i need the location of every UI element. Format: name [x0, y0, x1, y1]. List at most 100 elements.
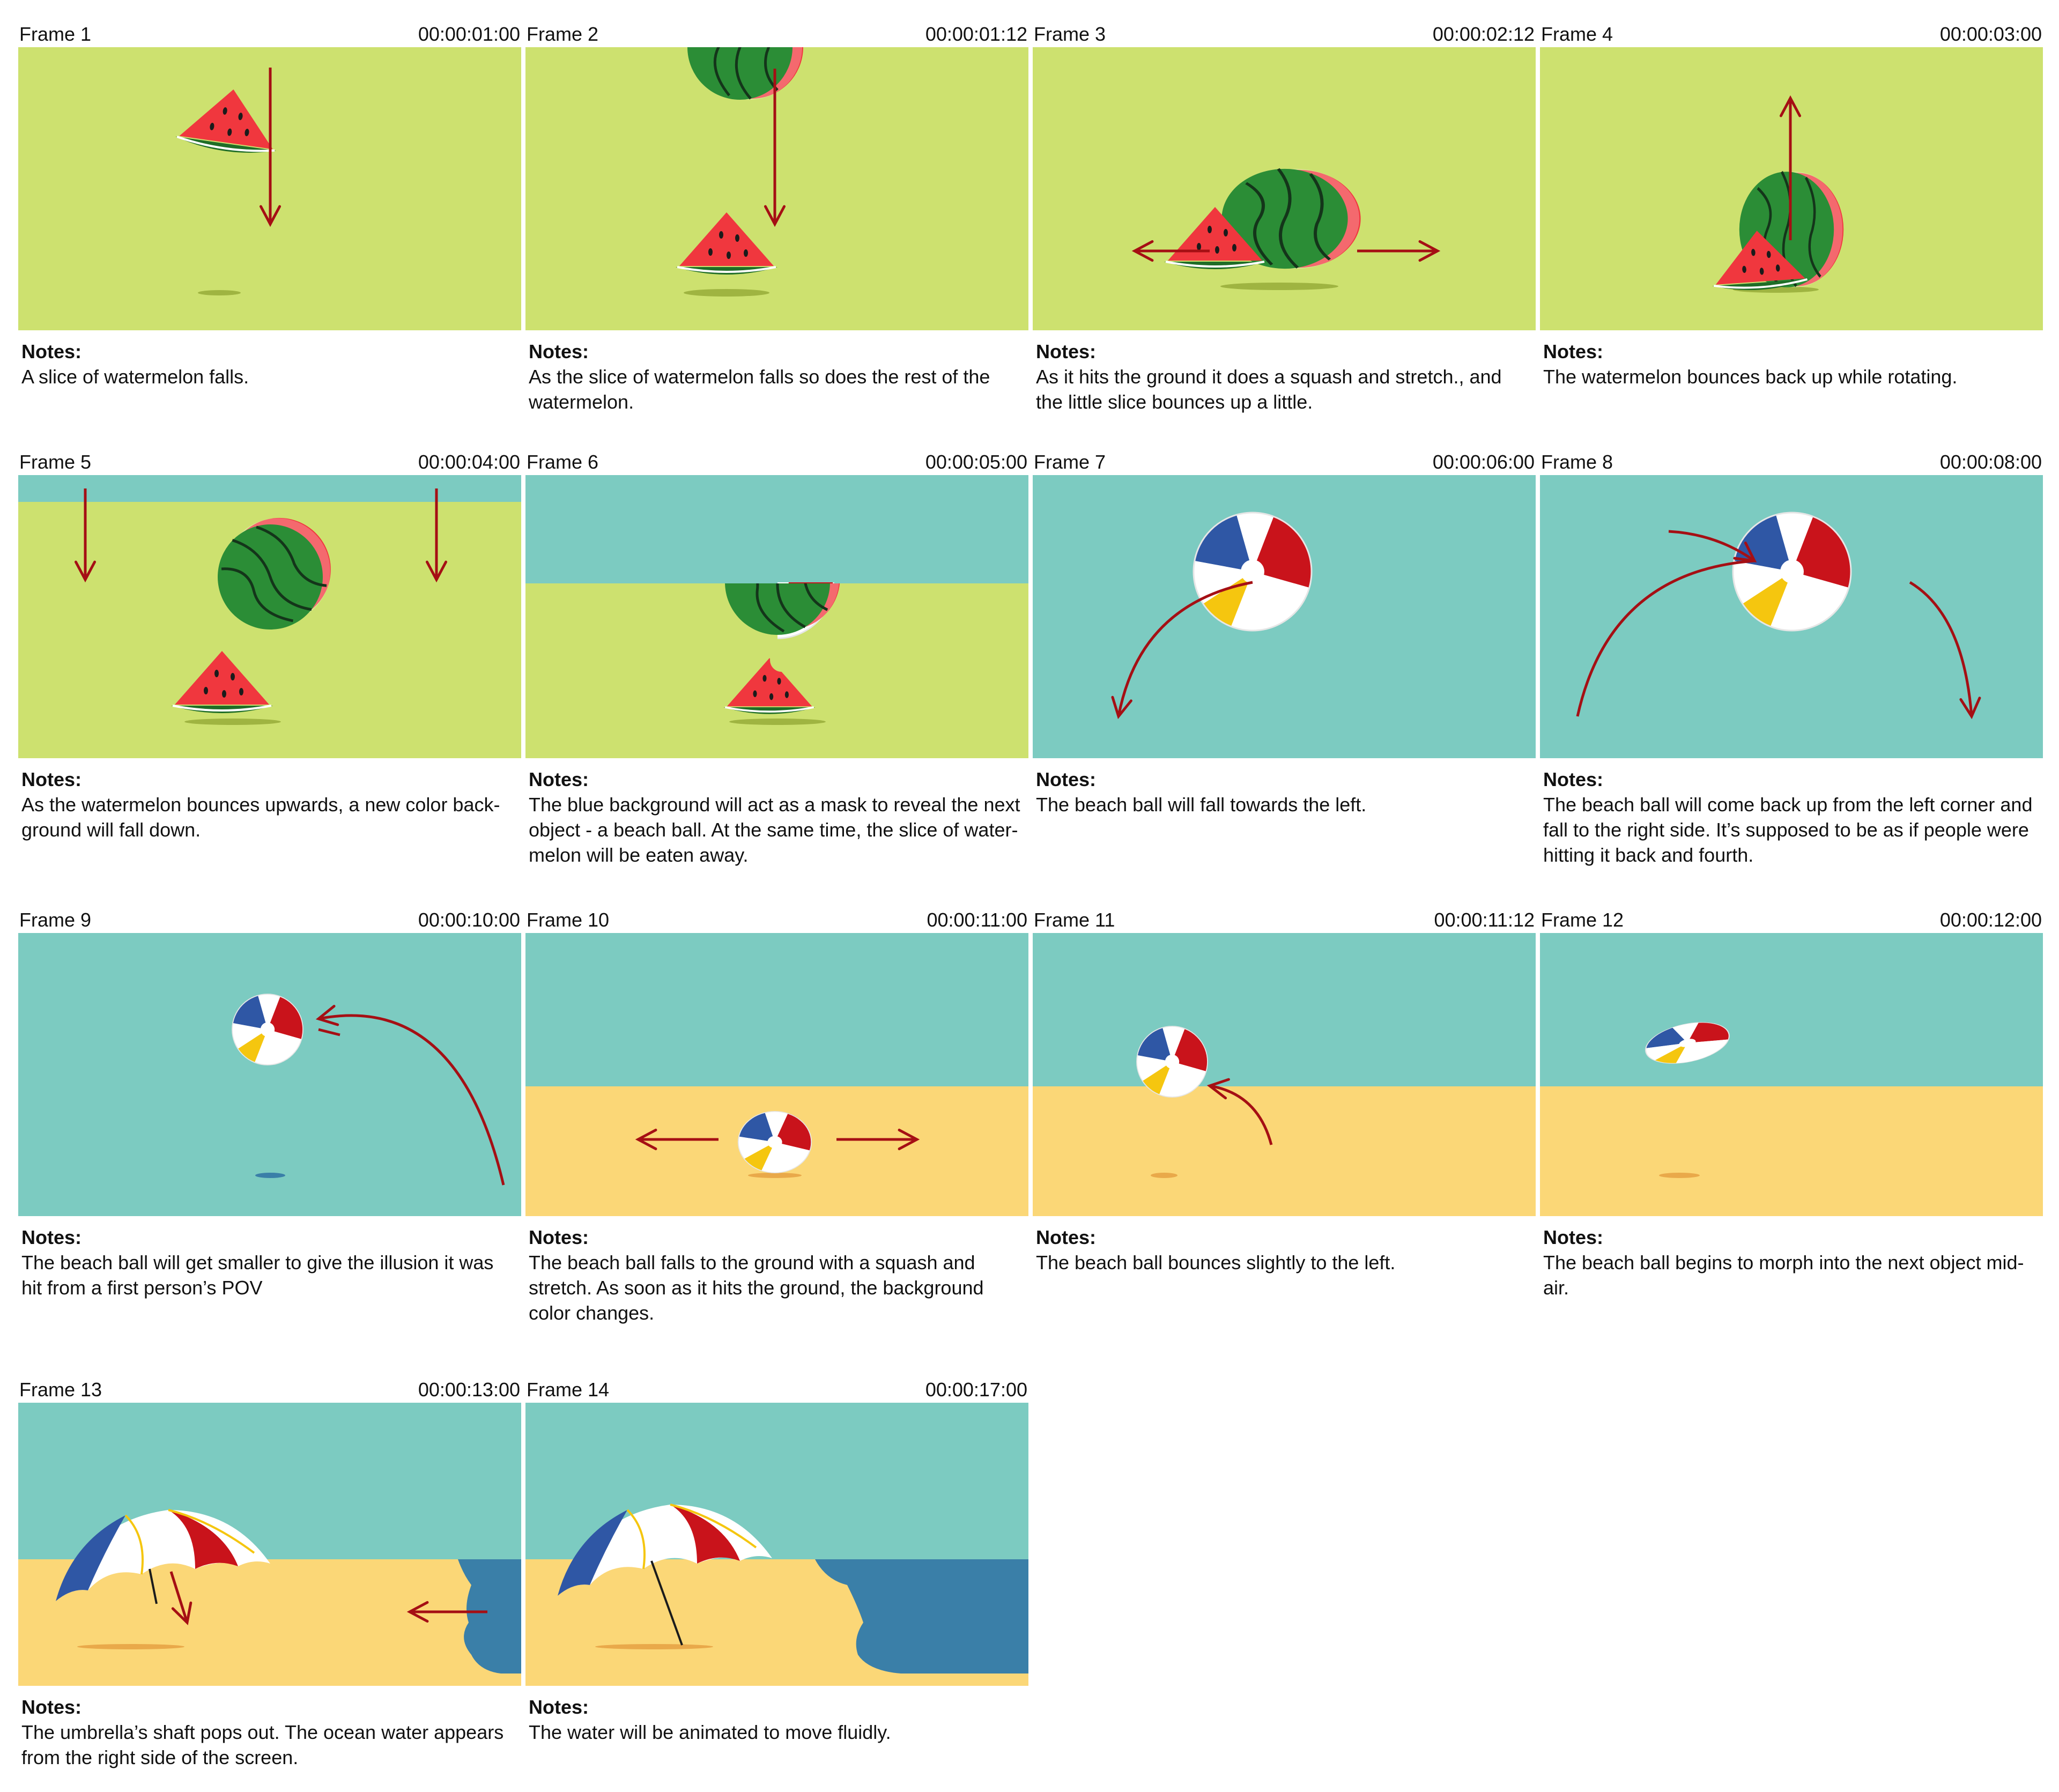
notes-heading: Notes:	[1543, 340, 1604, 362]
notes-heading: Notes:	[21, 1696, 82, 1718]
frame-timecode: 00:00:05:00	[925, 451, 1027, 473]
frame-notes: Notes: A slice of watermelon falls.	[21, 339, 515, 389]
notes-text: The beach ball will get smaller to give …	[21, 1252, 494, 1299]
curved-arrow	[1206, 1078, 1273, 1145]
frame-timecode: 00:00:06:00	[1432, 451, 1535, 473]
notes-text: As the slice of watermelon falls so does…	[529, 366, 990, 413]
notes-text: The watermelon bounces back up while rot…	[1543, 366, 1958, 388]
curved-arrow-up-head	[1668, 530, 1757, 563]
frame-illustration	[525, 1403, 1028, 1686]
frame-illustration	[525, 933, 1028, 1216]
notes-heading: Notes:	[529, 340, 589, 362]
shadow	[198, 290, 241, 295]
frame-number: Frame 5	[19, 451, 92, 473]
notes-text: The water will be animated to move fluid…	[529, 1721, 891, 1743]
curved-arrow-up	[1576, 559, 1755, 717]
frame-number: Frame 4	[1541, 23, 1613, 45]
frame-timecode: 00:00:03:00	[1939, 23, 2042, 45]
frame-notes: Notes: The water will be animated to mov…	[529, 1694, 1022, 1745]
frame-timecode: 00:00:11:00	[927, 909, 1027, 931]
notes-heading: Notes:	[21, 1226, 82, 1248]
frame-illustration	[1540, 475, 2043, 758]
frame-header: Frame 8 00:00:08:00	[1540, 443, 2043, 475]
frame-notes: Notes: As it hits the ground it does a s…	[1036, 339, 1529, 414]
frame-header: Frame 5 00:00:04:00	[18, 443, 521, 475]
frame-illustration	[1033, 933, 1536, 1216]
frame-timecode: 00:00:02:12	[1432, 23, 1535, 45]
shadow	[1220, 283, 1338, 290]
frame-number: Frame 14	[527, 1379, 610, 1401]
frame-header: Frame 9 00:00:10:00	[18, 901, 521, 933]
notes-heading: Notes:	[1036, 1226, 1097, 1248]
frame-notes: Notes: As the watermelon bounces upwards…	[21, 767, 515, 842]
frame-timecode: 00:00:04:00	[418, 451, 520, 473]
frame-header: Frame 4 00:00:03:00	[1540, 15, 2043, 47]
frame-header: Frame 10 00:00:11:00	[525, 901, 1028, 933]
beach-ball-small	[232, 994, 304, 1065]
notes-text: The beach ball begins to morph into the …	[1543, 1252, 2024, 1299]
frame-header: Frame 14 00:00:17:00	[525, 1371, 1028, 1403]
frame-number: Frame 8	[1541, 451, 1613, 473]
notes-text: As the watermelon bounces upwards, a new…	[21, 794, 500, 841]
frame-number: Frame 12	[1541, 909, 1624, 931]
frame-notes: Notes: The beach ball will get smaller t…	[21, 1225, 515, 1300]
notes-text: A slice of watermelon falls.	[21, 366, 249, 388]
notes-heading: Notes:	[529, 1696, 589, 1718]
frame-notes: Notes: The watermelon bounces back up wh…	[1543, 339, 2036, 389]
frame-timecode: 00:00:01:12	[925, 23, 1027, 45]
frame-notes: Notes: The umbrella’s shaft pops out. Th…	[21, 1694, 515, 1770]
teal-background	[525, 475, 1028, 583]
frame-timecode: 00:00:12:00	[1939, 909, 2042, 931]
teal-sky	[1540, 933, 2043, 1086]
frame-illustration	[18, 1403, 521, 1686]
frame-illustration	[18, 933, 521, 1216]
frame-header: Frame 13 00:00:13:00	[18, 1371, 521, 1403]
frame-illustration	[1540, 933, 2043, 1216]
teal-sky	[1033, 933, 1536, 1086]
lime-background	[525, 47, 1028, 330]
frame-header: Frame 7 00:00:06:00	[1033, 443, 1536, 475]
frame-timecode: 00:00:11:12	[1434, 909, 1535, 931]
shadow	[748, 1173, 802, 1178]
notes-text: The blue background will act as a mask t…	[529, 794, 1020, 866]
curved-arrow	[315, 1005, 505, 1186]
shadow	[255, 1173, 285, 1178]
frame-number: Frame 11	[1034, 909, 1115, 931]
teal-sky	[525, 933, 1028, 1086]
frame-notes: Notes: The blue background will act as a…	[529, 767, 1022, 868]
frame-timecode: 00:00:10:00	[418, 909, 520, 931]
frame-illustration	[1033, 475, 1536, 758]
notes-heading: Notes:	[1543, 768, 1604, 790]
frame-illustration	[18, 475, 521, 758]
teal-background-falling	[18, 475, 521, 502]
frame-illustration	[525, 47, 1028, 330]
frame-illustration	[18, 47, 521, 330]
shadow	[1151, 1173, 1177, 1178]
frame-illustration	[1540, 47, 2043, 330]
notes-text: As it hits the ground it does a squash a…	[1036, 366, 1502, 413]
umbrella-shaft	[149, 1568, 158, 1604]
teal-sky	[18, 1403, 521, 1559]
frame-number: Frame 3	[1034, 23, 1106, 45]
frame-illustration	[1033, 47, 1536, 330]
frame-timecode: 00:00:17:00	[925, 1379, 1027, 1401]
notes-heading: Notes:	[529, 768, 589, 790]
down-arrow	[169, 1571, 192, 1626]
frame-header: Frame 12 00:00:12:00	[1540, 901, 2043, 933]
frame-notes: Notes: As the slice of watermelon falls …	[529, 339, 1022, 414]
beach-ball	[1193, 512, 1313, 632]
frame-number: Frame 1	[19, 23, 92, 45]
beach-ball	[1732, 512, 1853, 632]
notes-text: The beach ball will fall towards the lef…	[1036, 794, 1367, 816]
shadow	[1659, 1173, 1700, 1178]
frame-notes: Notes: The beach ball falls to the groun…	[529, 1225, 1022, 1326]
frame-header: Frame 2 00:00:01:12	[525, 15, 1028, 47]
frame-timecode: 00:00:13:00	[418, 1379, 520, 1401]
frame-notes: Notes: The beach ball will fall towards …	[1036, 767, 1529, 817]
frame-notes: Notes: The beach ball bounces slightly t…	[1036, 1225, 1529, 1275]
frame-number: Frame 13	[19, 1379, 102, 1401]
arrow-tail	[318, 1028, 340, 1036]
frame-notes: Notes: The beach ball begins to morph in…	[1543, 1225, 2036, 1300]
teal-background	[18, 933, 521, 1216]
curved-arrow-down	[1909, 581, 1981, 720]
